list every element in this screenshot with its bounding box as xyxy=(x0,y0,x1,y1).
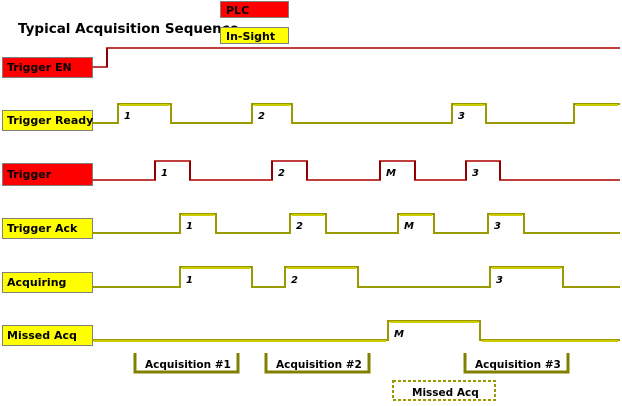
annotation-bracket xyxy=(264,353,371,374)
signal-label-box-trigger xyxy=(2,163,93,186)
annotation-bracket xyxy=(133,353,240,374)
signal-label-trigger-ready: Trigger Ready xyxy=(7,114,93,127)
page-title: Typical Acquisition Sequence xyxy=(18,21,239,37)
pulse-label: 3 xyxy=(496,275,503,286)
waveform-trigger-ready xyxy=(92,103,620,124)
annotation-missed-acq: Missed Acq xyxy=(392,380,496,401)
signal-row-trigger: Trigger 1 2 M 3 xyxy=(2,160,620,186)
legend-item-plc: PLC xyxy=(220,1,289,18)
annotation-label: Missed Acq xyxy=(412,387,479,399)
waveform-trigger-en xyxy=(92,47,620,68)
pulse-label: 1 xyxy=(161,168,168,179)
legend-label-insight: In-Sight xyxy=(226,30,275,43)
signal-label-trigger: Trigger xyxy=(7,168,52,181)
signal-label-trigger-ack: Trigger Ack xyxy=(7,222,78,235)
pulse-label: 3 xyxy=(472,168,479,179)
signal-label-missed-acq: Missed Acq xyxy=(7,329,77,342)
signal-label-box-trigger-ack xyxy=(2,218,93,239)
pulse-label: 3 xyxy=(494,221,501,232)
waveform-trigger-ack xyxy=(92,213,620,234)
legend-item-insight: In-Sight xyxy=(220,27,289,44)
pulse-label: M xyxy=(394,329,404,340)
annotation-bracket xyxy=(463,353,570,374)
pulse-label: 1 xyxy=(186,221,193,232)
legend-label-plc: PLC xyxy=(226,4,249,17)
signal-label-acquiring: Acquiring xyxy=(7,276,66,289)
signal-label-box-trigger-ready xyxy=(2,110,93,131)
waveform-missed-acq xyxy=(92,320,620,341)
pulse-label: 2 xyxy=(278,168,285,179)
annotation-label: Acquisition #2 xyxy=(276,359,362,371)
annotation-label: Acquisition #3 xyxy=(475,359,561,371)
signal-row-trigger-ready: Trigger Ready 1 2 3 xyxy=(2,103,620,131)
signal-row-acquiring: Acquiring 1 2 3 xyxy=(2,266,620,293)
pulse-label: 2 xyxy=(258,111,265,122)
signal-row-trigger-ack: Trigger Ack 1 2 M 3 xyxy=(2,213,620,239)
legend-swatch-insight xyxy=(220,27,289,44)
signal-row-missed-acq: Missed Acq M xyxy=(2,320,620,346)
pulse-label: 2 xyxy=(291,275,298,286)
signal-label-box-missed-acq xyxy=(2,325,93,346)
annotation-acquisition-3: Acquisition #3 xyxy=(463,353,570,374)
legend-swatch-plc xyxy=(220,1,289,18)
signal-label-trigger-en: Trigger EN xyxy=(7,61,72,74)
waveform-highlight-missed-acq xyxy=(94,321,618,342)
signal-label-box-acquiring xyxy=(2,272,93,293)
signal-row-trigger-en: Trigger EN xyxy=(2,47,620,78)
annotation-acquisition-1: Acquisition #1 xyxy=(133,353,240,374)
annotation-acquisition-2: Acquisition #2 xyxy=(264,353,371,374)
annotation-label: Acquisition #1 xyxy=(145,359,231,371)
pulse-label: M xyxy=(386,168,396,179)
pulse-label: 3 xyxy=(458,111,465,122)
pulse-label: 1 xyxy=(124,111,131,122)
annotation-dashed-box xyxy=(392,380,496,401)
waveform-edges-trigger xyxy=(154,161,501,180)
waveform-acquiring xyxy=(92,266,620,288)
pulse-label: M xyxy=(404,221,414,232)
waveform-trigger xyxy=(92,160,620,181)
pulse-label: 1 xyxy=(186,275,193,286)
pulse-label: 2 xyxy=(296,221,303,232)
